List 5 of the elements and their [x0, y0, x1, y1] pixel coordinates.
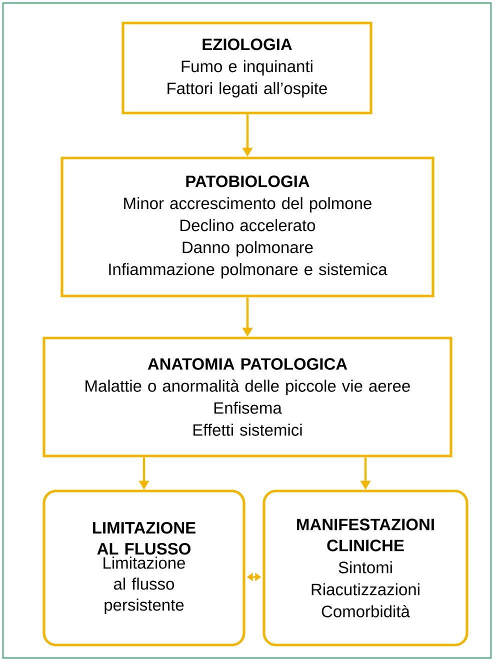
process-box: ANATOMIA PATOLOGICA Malattie o anormalità delle piccole vie aeree Enfisema Effetti sistemici: [42, 336, 452, 458]
rounded-box: MANIFESTAZIONI CLINICHE Sintomi Riacutizzazioni Comorbidità: [262, 490, 468, 646]
process-box: PATOBIOLOGIA Minor accrescimento del polmone Declino accelerato Danno polmonare Infiammazione polmonare e sistemica: [60, 156, 434, 298]
rounded-box: LIMITAZIONE AL FLUSSO Limitazione al flusso persistente: [42, 490, 246, 646]
process-box: EZIOLOGIA Fumo e inquinanti Fattori legati all’ospite: [122, 22, 372, 114]
